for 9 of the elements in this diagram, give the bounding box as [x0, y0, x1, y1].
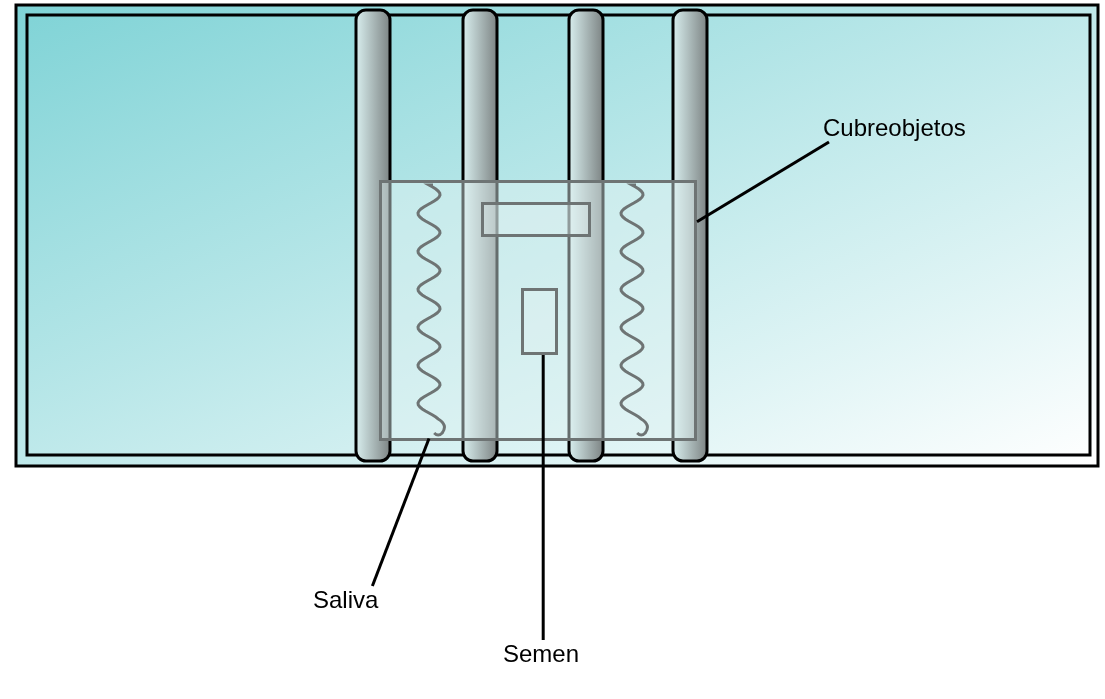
leader-line [541, 355, 545, 640]
leader-line [696, 140, 830, 224]
label-text: Saliva [313, 586, 379, 614]
coverslip [379, 180, 697, 441]
leader-line [370, 437, 431, 587]
sample-rectangle [521, 288, 558, 355]
sample-rectangle [481, 202, 591, 237]
label-text: Cubreobjetos [823, 114, 966, 142]
label-text: Semen [503, 640, 580, 668]
